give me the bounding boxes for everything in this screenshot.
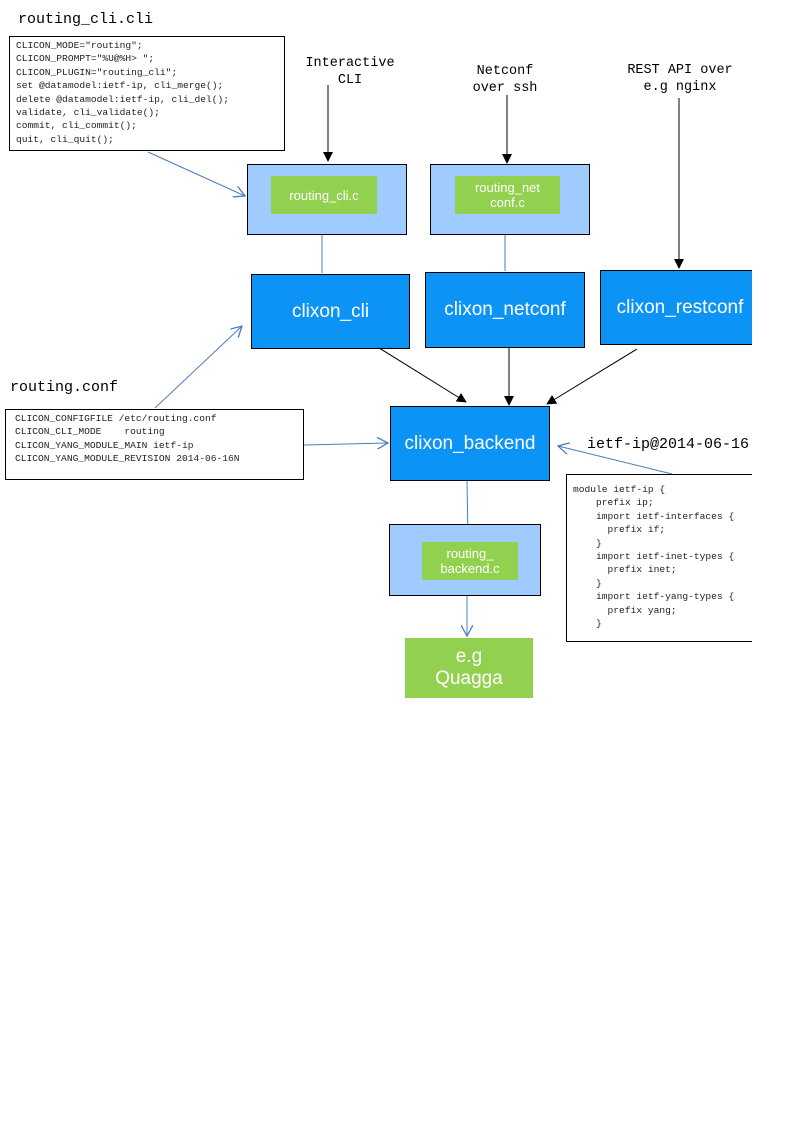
arrow-conf-backend (303, 443, 388, 445)
diagram: routing_cli.cli CLICON_MODE="routing";CL… (5, 11, 752, 1123)
yang-file-code: module ietf-ip { prefix ip; import ietf-… (566, 474, 752, 642)
quagga[interactable]: e.g Quagga (405, 638, 533, 698)
backend-plugin-container: routing_ backend.c (389, 524, 541, 596)
code-line: import ietf-yang-types { (573, 591, 735, 603)
code-line: module ietf-ip { (573, 484, 666, 495)
code-line: CLICON_CLI_MODE routing (15, 426, 165, 438)
code-line: CLICON_YANG_MODULE_MAIN ietf-ip (15, 439, 194, 451)
code-line: } (573, 577, 602, 589)
code-line: prefix yang; (573, 604, 677, 616)
clixon-restconf[interactable]: clixon_restconf (600, 270, 752, 345)
arrow-cli-backend (375, 345, 467, 403)
connectors (147, 85, 684, 1123)
code-line: import ietf-interfaces { (573, 510, 735, 522)
interactive-cli-label: Interactive CLI (305, 56, 395, 88)
restapi-label: REST API over e.g nginx (627, 63, 733, 95)
code-line: set @datamodel:ietf-ip, cli_merge(); (16, 80, 224, 92)
netconf-label: Netconf over ssh (472, 64, 538, 96)
arrow-clifile-plugin (147, 151, 245, 196)
code-line: validate, cli_validate(); (16, 107, 160, 119)
clixon-netconf[interactable]: clixon_netconf (425, 272, 585, 348)
netconf-plugin-container: routing_net conf.c (430, 164, 590, 235)
code-line: import ietf-inet-types { (573, 551, 735, 563)
yang-file-title: ietf-ip@2014-06-16. (587, 436, 752, 453)
code-line: CLICON_PLUGIN="routing_cli"; (16, 66, 178, 78)
cli-plugin-container: routing_cli.c (247, 164, 407, 235)
code-line: delete @datamodel:ietf-ip, cli_del(); (16, 93, 230, 105)
arrow-yang-backend (558, 446, 673, 475)
backend-plugin[interactable]: routing_ backend.c (422, 542, 518, 580)
code-line: prefix if; (573, 524, 666, 536)
code-line: prefix ip; (573, 497, 654, 509)
code-line: CLICON_CONFIGFILE /etc/routing.conf (15, 413, 217, 424)
code-line: CLICON_MODE="routing"; (16, 40, 143, 51)
arrow-restconf-backend (546, 348, 638, 405)
code-line: } (573, 537, 602, 549)
arrow-conf-cli (154, 326, 242, 409)
code-line: } (573, 618, 602, 630)
cli-plugin[interactable]: routing_cli.c (271, 176, 377, 214)
conf-file-title: routing.conf (10, 379, 119, 396)
code-line: prefix inet; (573, 564, 677, 576)
cli-file-code: CLICON_MODE="routing"; CLICON_PROMPT="%U@… (9, 36, 285, 151)
clixon-cli[interactable]: clixon_cli (251, 274, 410, 349)
code-line: quit, cli_quit(); (16, 133, 114, 145)
code-line: CLICON_YANG_MODULE_REVISION 2014-06-16N (15, 453, 240, 465)
code-line: CLICON_PROMPT="%U@%H> "; (16, 53, 155, 65)
netconf-plugin[interactable]: routing_net conf.c (455, 176, 560, 214)
clixon-backend[interactable]: clixon_backend (390, 406, 550, 481)
cli-file-title: routing_cli.cli (18, 11, 154, 28)
code-line: commit, cli_commit(); (16, 120, 137, 132)
black-arrows (323, 85, 684, 406)
